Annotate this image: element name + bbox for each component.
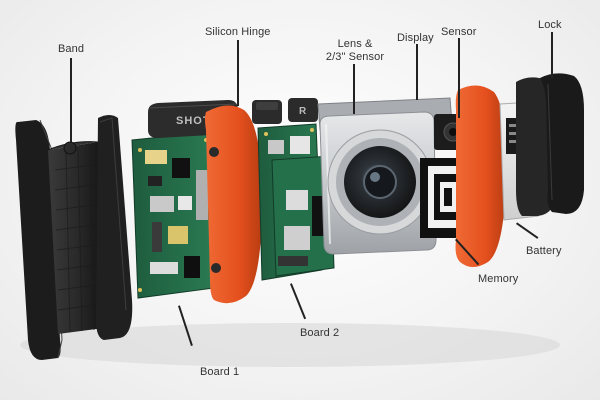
chip-icon: [145, 150, 167, 164]
silicon-hinge-callout-line: [237, 40, 239, 106]
lens-sensor-label: Lens & 2/3" Sensor: [323, 38, 387, 64]
side-button-r: [288, 98, 318, 122]
sensor-callout-line: [458, 38, 460, 118]
lens-label-line-2: 2/3" Sensor: [325, 51, 385, 63]
silicon-hinge-left: [205, 105, 262, 304]
silicon-hinge-right: [455, 85, 507, 267]
board-2-label: Board 2: [300, 327, 340, 339]
shot-button-label: SHOT: [176, 115, 211, 127]
memory-label: Memory: [478, 273, 519, 285]
band-strap: [47, 141, 104, 334]
display-callout-line: [416, 44, 418, 100]
lock-callout-line: [551, 32, 553, 78]
band-label: Band: [58, 43, 85, 55]
battery-label: Battery: [526, 245, 562, 257]
side-button-1: [252, 100, 282, 124]
lens-callout-line: [353, 64, 355, 114]
board-1-label: Board 1: [200, 366, 240, 378]
silicon-hinge-label: Silicon Hinge: [205, 26, 271, 38]
lens-icon: [327, 129, 433, 235]
band-right-plate: [96, 115, 133, 340]
r-button-label: R: [299, 106, 307, 117]
board-2-pcb: [257, 123, 335, 281]
lock-label: Lock: [538, 19, 562, 31]
band-callout-line: [70, 58, 72, 142]
lock-end-cap: [516, 73, 584, 216]
sensor-label: Sensor: [441, 26, 477, 38]
board-1-pcb: [131, 131, 215, 299]
floor-shadow: [20, 323, 560, 367]
lens-label-line-1: Lens &: [337, 38, 373, 50]
display-label: Display: [397, 32, 434, 44]
